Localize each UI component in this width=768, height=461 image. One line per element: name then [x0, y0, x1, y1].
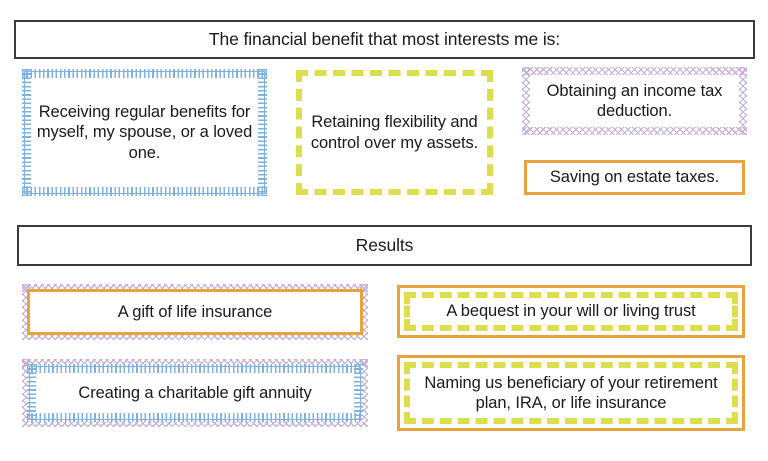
result-card-beneficiary-designation[interactable]: Naming us beneficiary of your retirement…	[397, 355, 745, 431]
result-card-bequest[interactable]: A bequest in your will or living trust	[397, 285, 745, 338]
result-inner-frame-beneficiary-designation: Naming us beneficiary of your retirement…	[404, 362, 738, 424]
result-label-life-insurance: A gift of life insurance	[117, 302, 273, 321]
result-card-life-insurance[interactable]: A gift of life insurance	[22, 284, 368, 340]
option-card-income-tax-deduction[interactable]: Obtaining an income tax deduction.	[522, 67, 747, 135]
question-banner: The financial benefit that most interest…	[14, 20, 755, 59]
option-card-flexibility-control[interactable]: Retaining flexibility and control over m…	[296, 70, 493, 195]
result-label-beneficiary-designation: Naming us beneficiary of your retirement…	[424, 373, 718, 412]
results-banner: Results	[17, 225, 752, 266]
option-label-estate-taxes: Saving on estate taxes.	[549, 168, 720, 187]
result-inner-frame-life-insurance: A gift of life insurance	[27, 289, 363, 335]
option-card-regular-benefits[interactable]: Receiving regular benefits for myself, m…	[22, 69, 267, 196]
option-label-income-tax-deduction: Obtaining an income tax deduction.	[546, 81, 723, 120]
result-label-bequest: A bequest in your will or living trust	[446, 302, 696, 321]
option-card-estate-taxes[interactable]: Saving on estate taxes.	[524, 160, 745, 195]
result-inner-frame-charitable-gift-annuity: Creating a charitable gift annuity	[27, 364, 363, 422]
results-heading: Results	[355, 234, 414, 255]
option-label-flexibility-control: Retaining flexibility and control over m…	[310, 113, 479, 152]
result-inner-frame-bequest: A bequest in your will or living trust	[404, 292, 738, 331]
question-prompt: The financial benefit that most interest…	[208, 28, 561, 49]
result-card-charitable-gift-annuity[interactable]: Creating a charitable gift annuity	[22, 359, 368, 427]
result-label-charitable-gift-annuity: Creating a charitable gift annuity	[78, 383, 312, 402]
option-label-regular-benefits: Receiving regular benefits for myself, m…	[36, 103, 253, 162]
